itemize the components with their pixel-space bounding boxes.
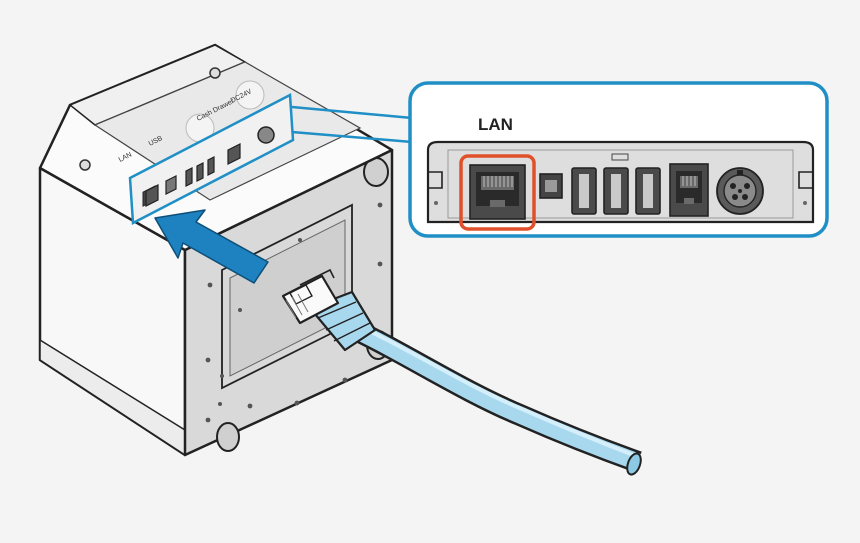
lan-port-highlight xyxy=(459,154,536,231)
printer: LAN USB Cash Drawer DC24V xyxy=(38,43,394,457)
port-callout: LAN xyxy=(408,81,829,238)
rj11-port-icon xyxy=(669,163,709,217)
lan-label: LAN xyxy=(478,115,513,134)
dc-jack-icon xyxy=(716,167,764,215)
usb-b-port-icon xyxy=(539,173,563,199)
usb-a-port-icon xyxy=(571,167,661,215)
callout-leader xyxy=(291,105,413,144)
arrow-icon xyxy=(154,209,269,284)
ethernet-cable xyxy=(281,268,642,476)
lan-port-icon xyxy=(469,164,526,220)
